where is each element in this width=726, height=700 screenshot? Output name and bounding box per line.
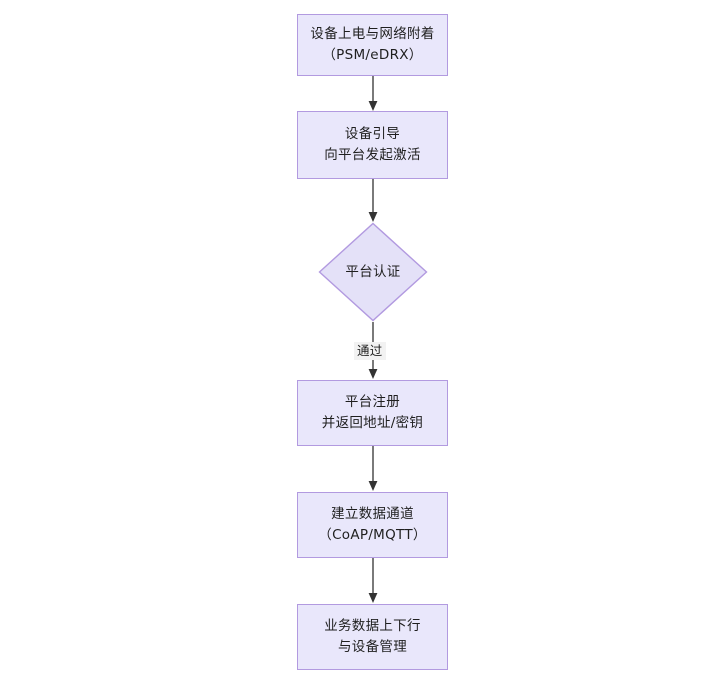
connector-n4-n5 xyxy=(358,446,388,492)
flow-node-platform-register[interactable]: 平台注册 并返回地址/密钥 xyxy=(297,380,448,446)
node-text-line2: 并返回地址/密钥 xyxy=(321,415,424,431)
node-text-line1: 业务数据上下行 xyxy=(324,618,421,635)
connector-n5-n6 xyxy=(358,558,388,604)
flow-node-business-data[interactable]: 业务数据上下行 与设备管理 xyxy=(297,604,448,670)
node-text-line1: 平台注册 xyxy=(344,394,401,411)
node-text-line2: 向平台发起激活 xyxy=(324,147,421,163)
flow-node-device-bootstrap[interactable]: 设备引导 向平台发起激活 xyxy=(297,111,448,179)
node-text-line1: 平台认证 xyxy=(345,263,401,280)
connector-n1-n2 xyxy=(358,76,388,112)
node-text-line1: 设备引导 xyxy=(344,126,401,143)
flow-node-data-channel[interactable]: 建立数据通道 （CoAP/MQTT） xyxy=(297,492,448,558)
connector-n2-n3 xyxy=(358,179,388,223)
node-text-line2: （PSM/eDRX） xyxy=(322,47,423,63)
node-text-line1: 建立数据通道 xyxy=(331,506,414,523)
node-text-line2: 与设备管理 xyxy=(338,639,407,655)
flow-node-platform-auth-decision[interactable]: 平台认证 xyxy=(318,222,428,322)
node-text-line2: （CoAP/MQTT） xyxy=(318,527,427,543)
flow-node-device-power-on[interactable]: 设备上电与网络附着 （PSM/eDRX） xyxy=(297,14,448,76)
node-text-line1: 设备上电与网络附着 xyxy=(310,26,435,43)
diamond-shape-icon xyxy=(318,222,428,322)
edge-label-pass: 通过 xyxy=(354,342,386,360)
